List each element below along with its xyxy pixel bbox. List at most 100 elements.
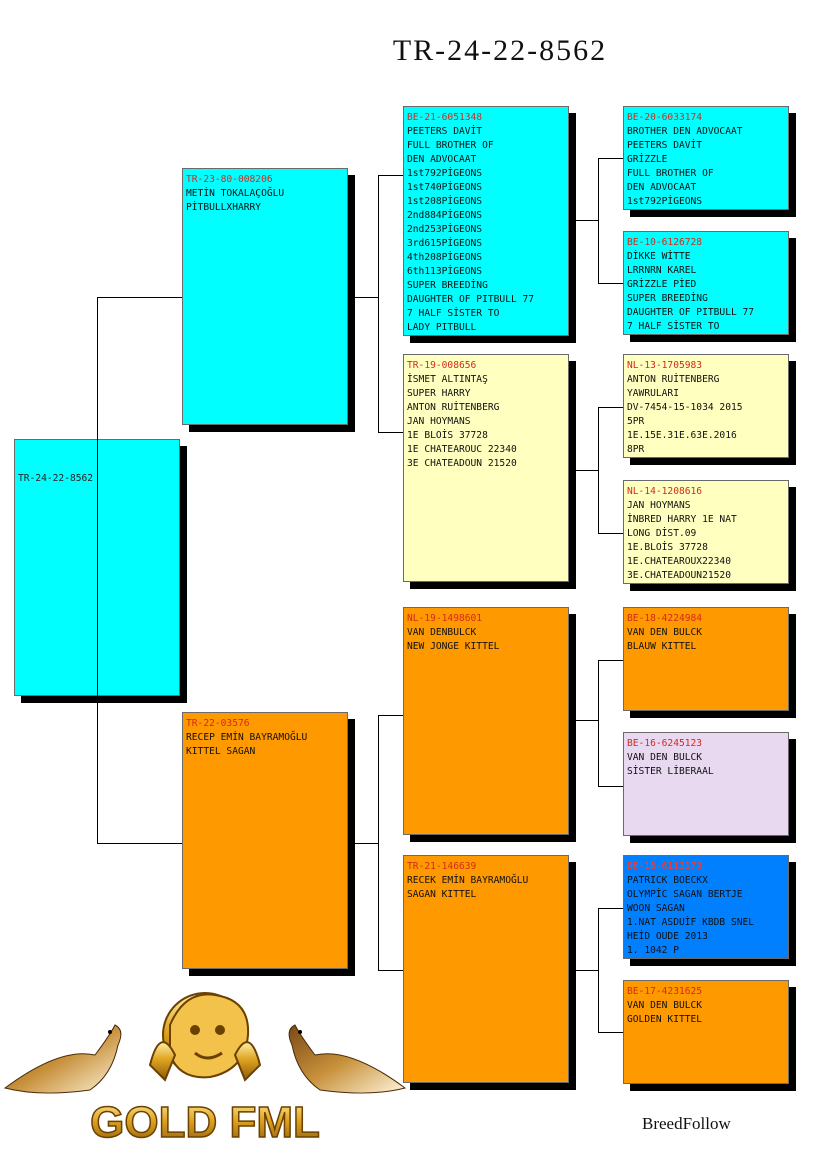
pigeon-info-line: 4th208PİGEONS	[407, 252, 483, 263]
pigeon-info-line: METİN TOKALAÇOĞLU	[186, 188, 285, 199]
pigeon-info-line: 8PR	[627, 444, 645, 455]
connector-line	[598, 158, 623, 159]
pigeon-info-line: SAGAN KITTEL	[407, 889, 477, 900]
ring-number: BE-20-6033174	[627, 112, 703, 123]
ring-number: TR-22-03576	[186, 718, 250, 729]
pigeon-info-line: SUPER BREEDİNG	[627, 293, 708, 304]
pigeon-info-line: NEW JONGE KITTEL	[407, 641, 500, 652]
connector-line	[348, 843, 378, 844]
pigeon-info-line: GRİZZLE	[627, 154, 668, 165]
pigeon-info-line: 1. 1042 P	[627, 945, 679, 956]
pigeon-info-line: 1E CHATEAROUC 22340	[407, 444, 517, 455]
pigeon-info-line: 5PR	[627, 416, 645, 427]
pigeon-info-line: RECEK EMİN BAYRAMOĞLU	[407, 875, 529, 886]
pigeon-info-line: 3E CHATEADOUN 21520	[407, 458, 517, 469]
connector-line	[598, 660, 623, 661]
pigeon-info-line: KITTEL SAGAN	[186, 746, 256, 757]
pigeon-info-line: 2nd884PİGEONS	[407, 210, 483, 221]
pigeon-info-line: İSMET ALTINTAŞ	[407, 374, 488, 385]
pigeon-info-line: 1.NAT ASDUİF KBDB SNEL	[627, 917, 755, 928]
pigeon-info-line: 3E.CHATEADOUN21520	[627, 570, 731, 581]
pigeon-info-line: 1E BLOİS 37728	[407, 430, 488, 441]
pigeon-info-line: GRİZZLE PİED	[627, 279, 697, 290]
connector-line	[598, 786, 623, 787]
logo-text: GOLD FML	[90, 1098, 320, 1147]
pigeon-info-line: VAN DENBULCK	[407, 627, 477, 638]
pigeon-info-line: SUPER HARRY	[407, 388, 471, 399]
pigeon-info-line: SİSTER LİBERAAL	[627, 766, 714, 777]
pigeon-info-line: ANTON RUİTENBERG	[407, 402, 500, 413]
pigeon-info-line: İNBRED HARRY 1E NAT	[627, 514, 737, 525]
pigeon-info-line: OLYMPİC SAGAN BERTJE	[627, 889, 743, 900]
pigeon-info-line: 1E.BLOİS 37728	[627, 542, 708, 553]
pigeon-info-line: DV-7454-15-1034 2015	[627, 402, 743, 413]
connector-line	[569, 720, 598, 721]
pigeon-info-line: 3rd615PİGEONS	[407, 238, 483, 249]
pigeon-info-line: DİKKE WİTTE	[627, 251, 691, 262]
connector-line	[378, 175, 379, 432]
pigeon-info-line: BLAUW KITTEL	[627, 641, 697, 652]
pigeon-info-line: DEN ADVOCAAT	[407, 154, 477, 165]
ring-number: TR-23-80-008206	[186, 174, 273, 185]
connector-line	[598, 660, 599, 786]
connector-line	[378, 715, 379, 970]
connector-line	[569, 220, 598, 221]
connector-line	[97, 843, 182, 844]
ring-number: BE-18-6113173	[627, 861, 703, 872]
pigeon-info-line: FULL BROTHER OF	[627, 168, 714, 179]
pigeon-info-line: JAN HOYMANS	[627, 500, 691, 511]
pigeon-info-line: 1E.15E.31E.63E.2016	[627, 430, 737, 441]
connector-line	[598, 908, 599, 1032]
pigeon-info-line: 2nd253PİGEONS	[407, 224, 483, 235]
ring-number: BE-18-4224984	[627, 613, 703, 624]
ring-number: TR-19-008656	[407, 360, 477, 371]
page-title: TR-24-22-8562	[392, 34, 608, 67]
pigeon-right-icon	[288, 1024, 407, 1094]
connector-line	[598, 407, 599, 533]
pigeon-info-line: VAN DEN BULCK	[627, 1000, 703, 1011]
pigeon-info-line: VAN DEN BULCK	[627, 752, 703, 763]
pigeon-info-line: BROTHER DEN ADVOCAAT	[627, 126, 743, 137]
ring-number: BE-10-6126728	[627, 237, 703, 248]
pigeon-info-line: HEİD OUDE 2013	[627, 931, 708, 942]
ring-number: BE-21-6051348	[407, 112, 483, 123]
pigeon-info-line: 7 HALF SİSTER TO	[407, 308, 500, 319]
ring-number: BE-16-6245123	[627, 738, 703, 749]
connector-line	[598, 158, 599, 283]
connector-line	[598, 533, 623, 534]
pigeon-info-line: PEETERS DAVİT	[627, 140, 703, 151]
pigeon-info-line: LADY PITBULL	[407, 322, 477, 333]
pigeon-info-line: DAUGHTER OF PITBULL 77	[627, 307, 755, 318]
pigeon-info-line: YAWRULARI	[627, 388, 679, 399]
pigeon-info-line: RECEP EMİN BAYRAMOĞLU	[186, 732, 308, 743]
pigeon-info-line: 1st792PİGEONS	[627, 196, 703, 207]
pigeon-info-line: DAUGHTER OF PITBULL 77	[407, 294, 535, 305]
pigeon-info-line: VAN DEN BULCK	[627, 627, 703, 638]
pigeon-info-line: LRRNRN KAREL	[627, 265, 697, 276]
connector-line	[97, 297, 98, 843]
pigeon-info-line: JAN HOYMANS	[407, 416, 471, 427]
pigeon-info-line: GOLDEN KITTEL	[627, 1014, 703, 1025]
connector-line	[97, 297, 182, 298]
connector-line	[378, 175, 403, 176]
pigeon-info-line: SUPER BREEDİNG	[407, 280, 488, 291]
pigeon-info-line: 6th113PİGEONS	[407, 266, 483, 277]
connector-line	[598, 1032, 623, 1033]
pigeon-info-line: 1st208PİGEONS	[407, 196, 483, 207]
pigeon-info-line: 1E.CHATEAROUX22340	[627, 556, 731, 567]
pigeon-info-line: PİTBULLXHARRY	[186, 202, 262, 213]
